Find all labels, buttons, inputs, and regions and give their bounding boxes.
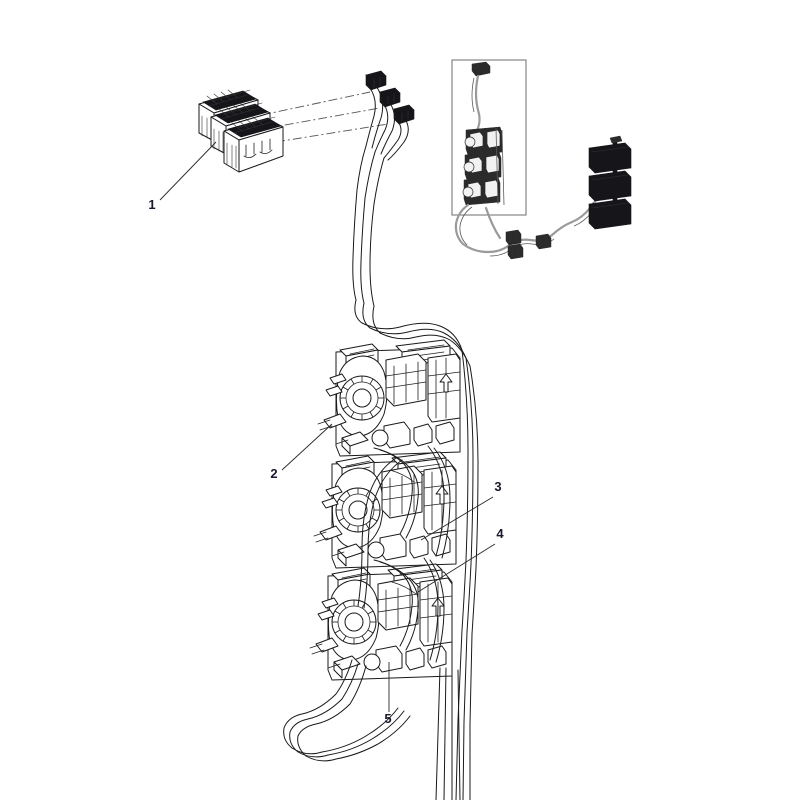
callout-label-3: 3 [494,479,501,494]
inset-module-stack [462,126,505,206]
connector-block-assembly [198,89,284,173]
callout-label-1: 1 [148,197,155,212]
harness-clip-3 [393,104,415,125]
black-connector-2 [588,170,632,202]
inset-harness-routing [454,194,606,260]
module-tier-3 [309,563,453,681]
inset-inline-connector-3 [535,233,552,250]
bottom-wire-bundle [435,629,473,800]
callout-label-5: 5 [384,711,391,726]
callout-label-2: 2 [270,466,277,481]
callout-label-4: 4 [496,526,504,541]
module-tier-2 [313,451,457,569]
inset-inline-connector-2 [507,243,524,260]
module-tier-1 [317,339,461,457]
assembly-centerlines [261,91,389,143]
callout-leaders [159,141,496,712]
callout-labels: 1 2 3 4 5 [148,197,504,726]
detail-inset-view [451,59,527,216]
black-connector-3 [588,198,632,230]
leader-2 [281,423,333,471]
inset-top-connector [471,61,491,77]
black-connector-1 [588,142,632,174]
main-trunk-cable [354,299,479,635]
leader-3 [420,496,494,541]
leader-4 [417,543,496,593]
bottom-cable-sweep [283,659,411,762]
black-connector-plates [588,135,632,230]
inset-inline-connector-1 [505,229,522,246]
harness-branch-clips [352,70,415,307]
leader-1 [159,141,217,201]
harness-clip-1 [365,70,387,91]
connector-housing-front [223,116,284,173]
module-internal-cables [357,445,451,663]
